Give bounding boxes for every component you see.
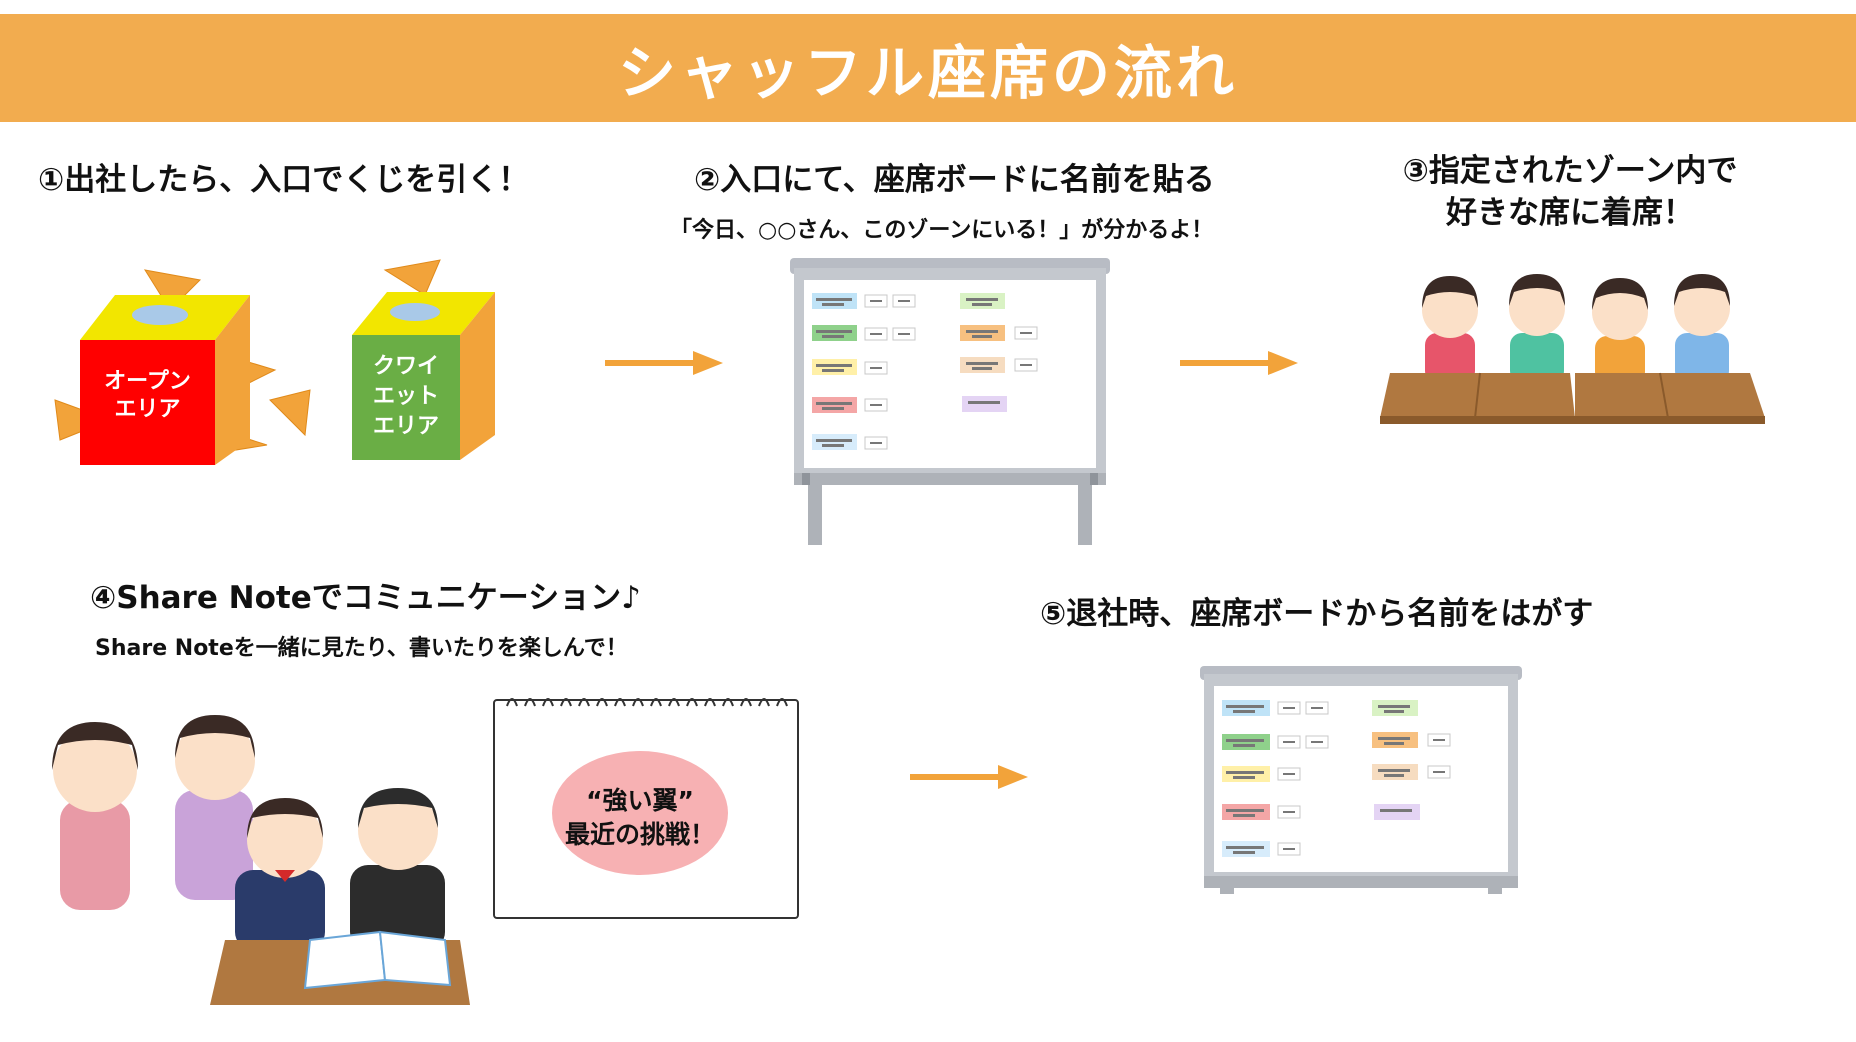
- title-banner: シャッフル座席の流れ: [0, 14, 1856, 122]
- step1-title: ①出社したら、入口でくじを引く！: [38, 162, 530, 198]
- arrow-right-icon: [1180, 351, 1298, 375]
- arrow-right-icon: [605, 351, 723, 375]
- step3-title-line1: ③指定されたゾーン内で: [1402, 153, 1738, 189]
- open-area-line1: オープン: [104, 369, 191, 394]
- students-at-desk-icon: [1380, 274, 1765, 424]
- notebook-icon: [493, 698, 799, 919]
- open-area-label: オープン エリア: [80, 368, 215, 424]
- quiet-area-line1: クワイ: [372, 354, 439, 379]
- step2-subtitle: 「今日、○○さん、このゾーンにいる！」が分かるよ！: [670, 218, 1214, 243]
- quiet-area-line3: エリア: [372, 414, 439, 439]
- step2-title: ②入口にて、座席ボードに名前を貼る: [694, 162, 1215, 198]
- lottery-box-icon: [54, 259, 495, 465]
- note-bubble-line1: “強い翼”: [586, 786, 694, 815]
- step5-title: ⑤退社時、座席ボードから名前をはがす: [1040, 596, 1594, 632]
- note-bubble-text: “強い翼” 最近の挑戦！: [550, 784, 730, 852]
- quiet-area-line2: エット: [372, 384, 439, 409]
- note-bubble-line2: 最近の挑戦！: [564, 820, 715, 849]
- seat-board-icon: [790, 258, 1110, 545]
- arrow-right-icon: [910, 765, 1028, 789]
- page-title: シャッフル座席の流れ: [617, 39, 1238, 107]
- step3-title-line2: 好きな席に着席！: [1446, 195, 1694, 231]
- step4-title: ④Share Noteでコミュニケーション♪: [90, 580, 641, 616]
- step4-subtitle: Share Noteを一緒に見たり、書いたりを楽しんで！: [95, 636, 628, 661]
- seat-board-icon: [1200, 666, 1522, 894]
- open-area-line2: エリア: [114, 397, 181, 422]
- quiet-area-label: クワイ エット エリア: [352, 352, 460, 442]
- step3-title: ③指定されたゾーン内で 好きな席に着席！: [1370, 150, 1770, 234]
- people-reading-note-icon: [52, 715, 470, 1005]
